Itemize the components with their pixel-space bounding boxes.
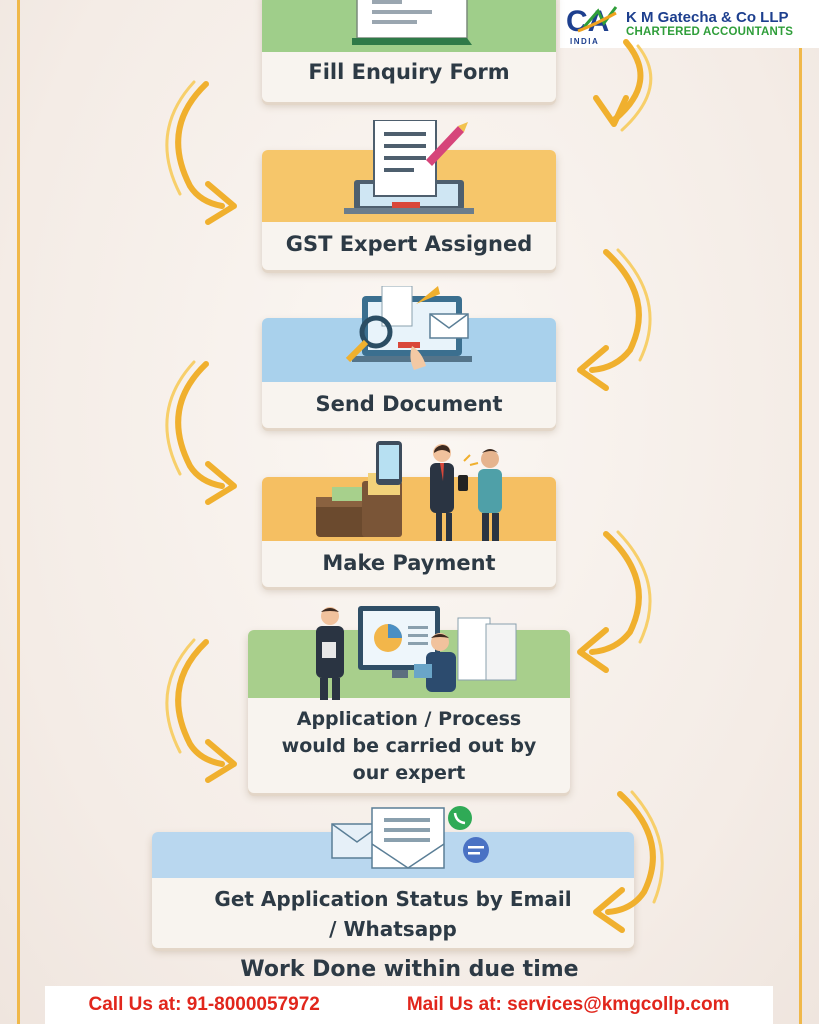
step-label: GST Expert Assigned xyxy=(285,232,533,256)
step-label-line: Get Application Status by Email xyxy=(214,887,572,911)
laptop-document-pen-icon xyxy=(344,120,474,214)
email-whatsapp-icon xyxy=(331,806,489,869)
step-label: Send Document xyxy=(315,392,503,416)
logo-india: INDIA xyxy=(570,37,600,46)
step-label: Get Application Status by Email / Whatsa… xyxy=(152,884,634,944)
right-border xyxy=(799,0,802,1024)
curved-arrow-icon xyxy=(165,360,237,505)
step-card-make-payment: Make Payment xyxy=(262,441,556,587)
tagline: Work Done within due time xyxy=(240,957,579,982)
curved-arrow-icon xyxy=(577,248,652,391)
curved-arrow-icon xyxy=(577,530,652,673)
step-card-send-document: Send Document xyxy=(262,286,556,428)
step-label-line: / Whatsapp xyxy=(329,917,457,941)
brand-logo[interactable]: CA INDIA K M Gatecha & Co LLP CHARTERED … xyxy=(560,0,819,48)
step-label: Application / Process would be carried o… xyxy=(248,706,570,787)
mail-link[interactable]: Mail Us at: services@kmgcollp.com xyxy=(406,994,730,1015)
ca-logo-icon: CA INDIA xyxy=(564,1,620,47)
step-card-fill-enquiry: Fill Enquiry Form xyxy=(262,0,556,102)
contact-bar: Call Us at: 91-8000057972 Mail Us at: se… xyxy=(45,986,773,1024)
step-card-application-status: Get Application Status by Email / Whatsa… xyxy=(152,806,634,948)
step-card-gst-expert: GST Expert Assigned xyxy=(262,120,556,270)
step-band xyxy=(262,477,556,541)
step-card-application-process: Application / Process would be carried o… xyxy=(248,606,570,793)
brand-name: K M Gatecha & Co LLP xyxy=(626,8,789,26)
step-label-line: Application / Process xyxy=(296,708,522,730)
wallet-payment-people-icon xyxy=(316,441,502,541)
experts-presentation-icon xyxy=(316,606,517,700)
curved-arrow-icon xyxy=(165,80,237,225)
call-link[interactable]: Call Us at: 91-8000057972 xyxy=(88,994,320,1015)
brand-subtitle: CHARTERED ACCOUNTANTS xyxy=(626,26,794,39)
step-label-line: our expert xyxy=(352,762,466,784)
step-label-line: would be carried out by xyxy=(281,735,537,757)
form-document-icon xyxy=(352,0,472,45)
left-border xyxy=(17,0,20,1024)
curved-arrow-icon xyxy=(593,39,653,132)
step-label: Fill Enquiry Form xyxy=(308,60,510,84)
curved-arrow-icon xyxy=(593,790,664,933)
laptop-magnifier-email-icon xyxy=(345,286,472,370)
curved-arrow-icon xyxy=(165,638,237,783)
step-label: Make Payment xyxy=(322,551,496,575)
